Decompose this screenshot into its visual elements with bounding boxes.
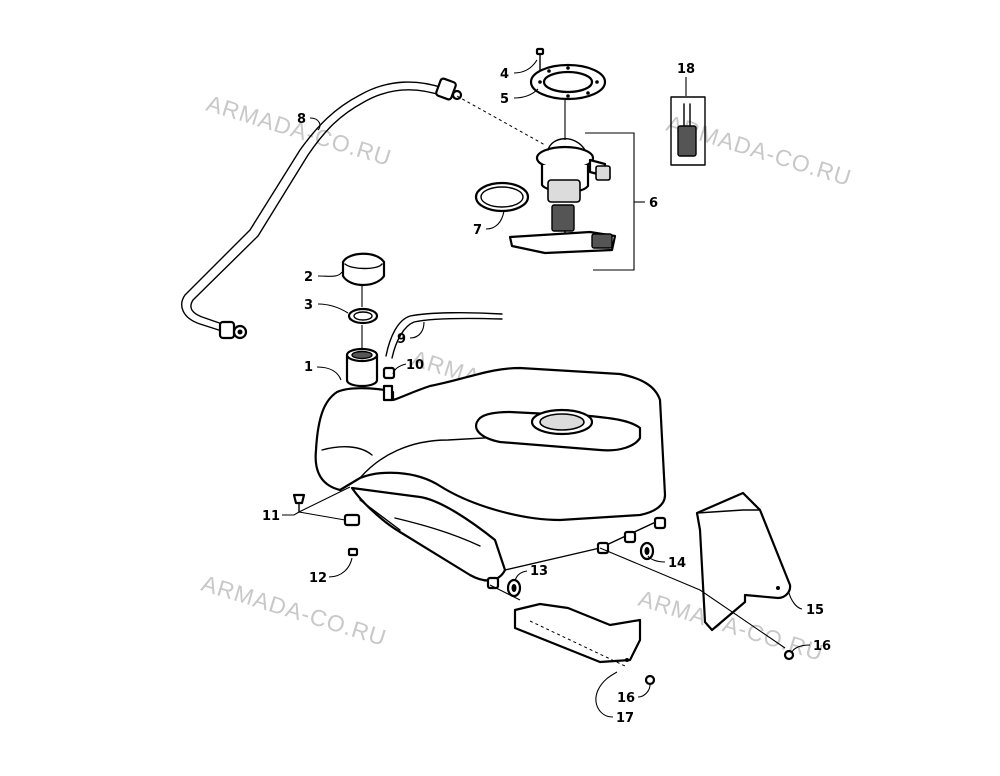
vent-hose (181, 77, 463, 340)
push-rivet (292, 493, 306, 513)
callout-17: 17 (616, 711, 634, 726)
screw-16-right (783, 649, 795, 661)
cap-gasket (347, 307, 379, 325)
callout-13: 13 (530, 564, 548, 579)
tank-nut (347, 547, 359, 557)
callout-14: 14 (668, 556, 686, 571)
callout-1: 1 (304, 360, 313, 375)
hose-fitting-lower (218, 320, 248, 340)
heat-shield-lower (513, 602, 642, 667)
callout-10: 10 (406, 358, 424, 373)
screw (535, 47, 545, 73)
pump-o-ring (474, 181, 530, 213)
callout-12: 12 (309, 571, 327, 586)
fuel-tank (314, 347, 667, 590)
screw-16-lower (644, 674, 656, 686)
callout-11: 11 (262, 509, 280, 524)
callout-2: 2 (304, 270, 313, 285)
leader-lines (282, 59, 811, 718)
callout-5: 5 (500, 92, 509, 107)
callout-6: 6 (649, 196, 658, 211)
grommet-13 (506, 578, 522, 598)
callout-4: 4 (500, 67, 509, 82)
fuel-cap (341, 252, 386, 287)
fuel-pump-assembly (508, 138, 617, 255)
callout-15: 15 (806, 603, 824, 618)
callout-7: 7 (473, 223, 482, 238)
pump-mounting-plate (529, 63, 607, 101)
grommet-14 (639, 541, 655, 561)
callout-9: 9 (397, 332, 406, 347)
heat-shield-right (695, 491, 792, 632)
wiring-harness (670, 96, 706, 166)
watermark-4: ARMADA-CO.RU (199, 570, 390, 651)
fuel-hose (385, 311, 503, 359)
hose-clamp (382, 366, 396, 380)
callout-labels: 1 2 3 4 5 6 7 8 9 10 11 12 13 14 15 16 1… (262, 62, 831, 726)
hose-fitting-upper (435, 77, 463, 101)
callout-16-lower: 16 (617, 691, 635, 706)
callout-8: 8 (297, 112, 306, 127)
watermark-1: ARMADA-CO.RU (204, 90, 395, 171)
callout-3: 3 (304, 298, 313, 313)
callout-18: 18 (677, 62, 695, 77)
callout-16-right: 16 (813, 639, 831, 654)
